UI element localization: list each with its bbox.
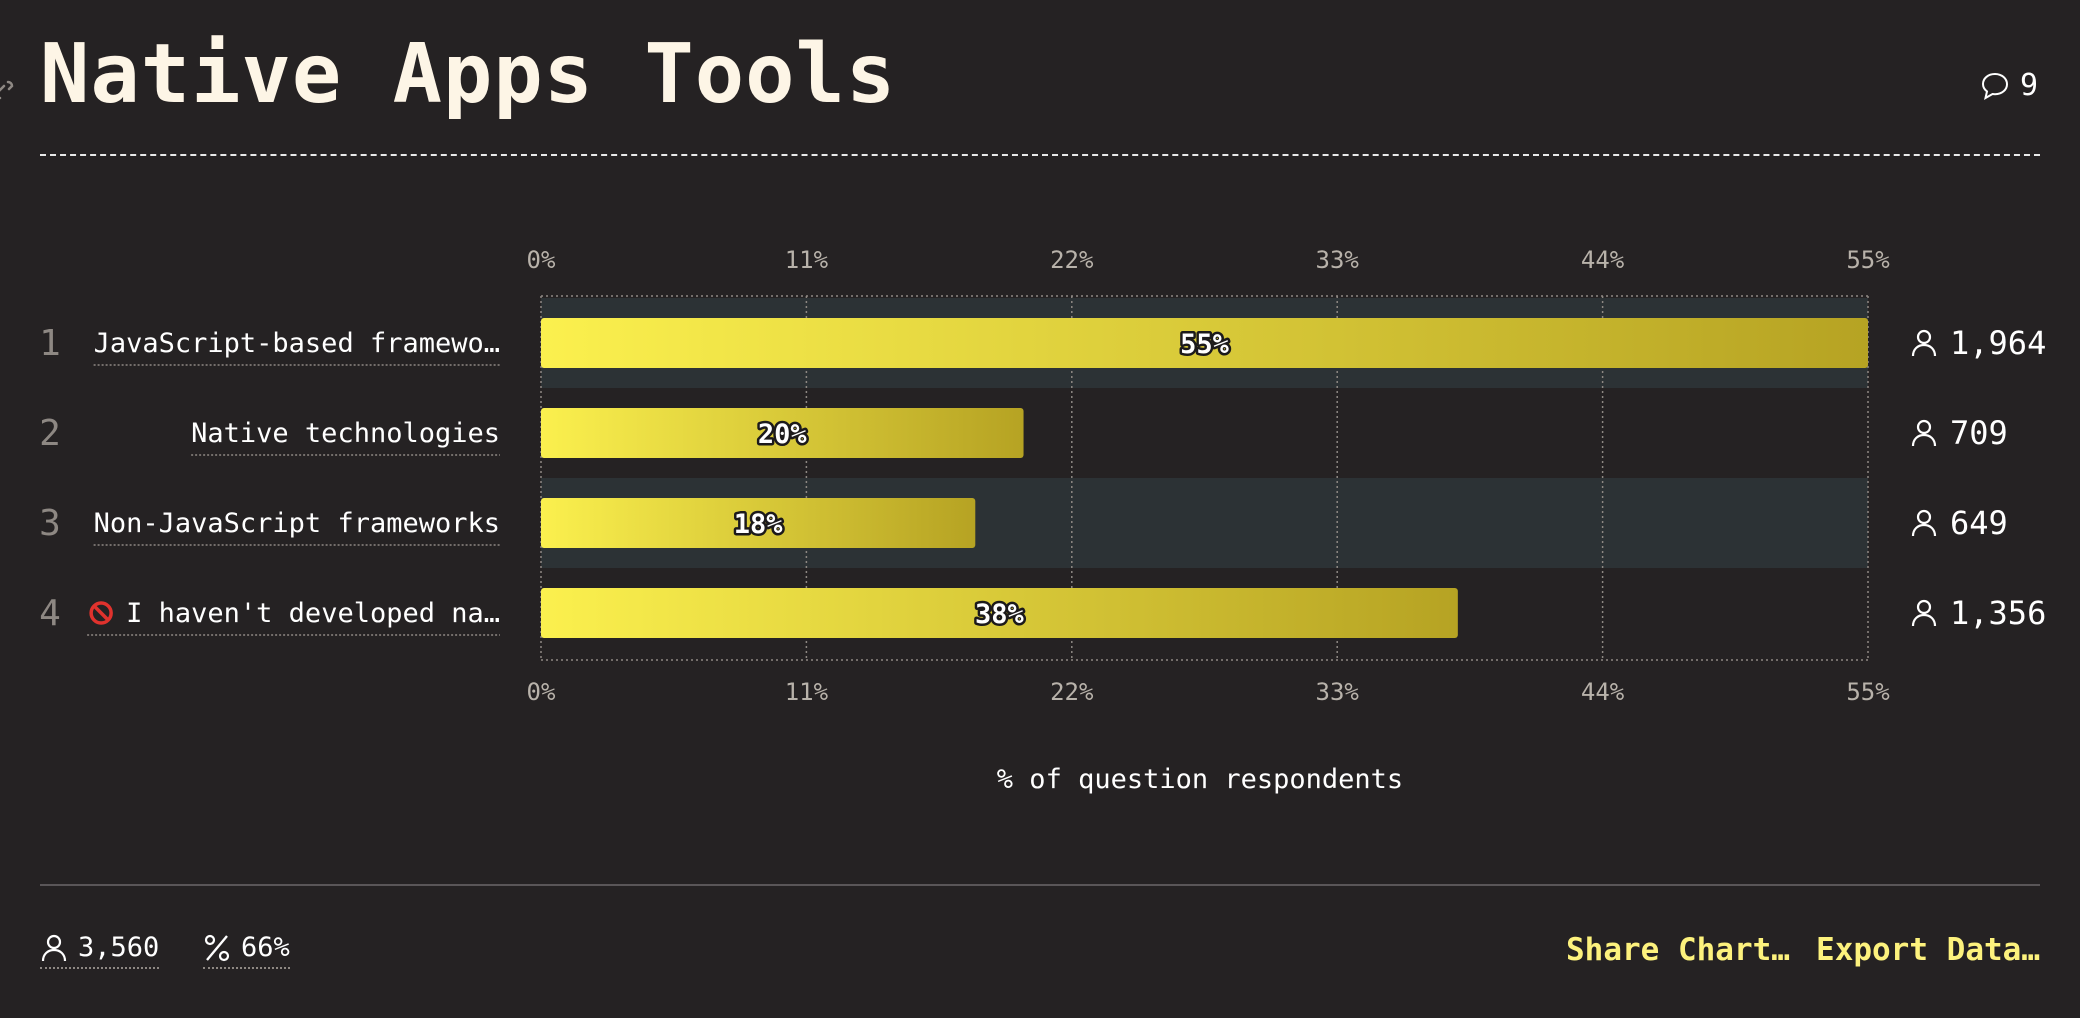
row-rank: 3 bbox=[39, 503, 61, 544]
no-entry-icon bbox=[89, 601, 113, 625]
link-icon[interactable] bbox=[0, 76, 16, 104]
user-icon bbox=[1911, 509, 1937, 537]
row-rank: 1 bbox=[39, 323, 61, 364]
x-tick-label-bottom: 55% bbox=[1846, 678, 1890, 706]
row-label[interactable]: I haven't developed na… bbox=[126, 598, 500, 629]
respondent-count: 649 bbox=[1950, 504, 2008, 542]
user-icon bbox=[1911, 599, 1937, 627]
comments-button[interactable]: 9 bbox=[1980, 68, 2038, 103]
bar[interactable] bbox=[541, 588, 1458, 638]
user-icon bbox=[41, 934, 67, 961]
row-rank: 2 bbox=[39, 413, 61, 454]
x-axis-title: % of question respondents bbox=[996, 764, 1404, 795]
bar-value-label: 38% bbox=[975, 599, 1025, 630]
x-tick-label-top: 55% bbox=[1846, 246, 1890, 274]
export-data-button[interactable]: Export Data… bbox=[1816, 932, 2040, 968]
row-label[interactable]: Non-JavaScript frameworks bbox=[94, 508, 500, 539]
respondent-count: 1,356 bbox=[1950, 594, 2046, 632]
x-tick-label-top: 11% bbox=[785, 246, 829, 274]
bar-value-label: 18% bbox=[734, 509, 784, 540]
x-tick-label-bottom: 44% bbox=[1581, 678, 1625, 706]
bar-value-label: 20% bbox=[758, 419, 808, 450]
bar-value-label: 55% bbox=[1180, 329, 1230, 360]
row-label[interactable]: JavaScript-based framewo… bbox=[94, 328, 500, 359]
x-tick-label-top: 33% bbox=[1316, 246, 1360, 274]
footer-divider bbox=[40, 884, 2040, 886]
x-tick-label-top: 0% bbox=[527, 246, 556, 274]
x-tick-label-bottom: 11% bbox=[785, 678, 829, 706]
x-tick-label-top: 44% bbox=[1581, 246, 1625, 274]
x-tick-label-bottom: 33% bbox=[1316, 678, 1360, 706]
respondent-count: 709 bbox=[1950, 414, 2008, 452]
comments-count: 9 bbox=[2019, 68, 2038, 103]
header-divider bbox=[40, 154, 2040, 156]
bar[interactable] bbox=[541, 318, 1868, 368]
bar[interactable] bbox=[541, 408, 1024, 458]
comment-icon bbox=[1981, 72, 2008, 100]
x-tick-label-top: 22% bbox=[1050, 246, 1094, 274]
x-tick-label-bottom: 0% bbox=[527, 678, 556, 706]
bar[interactable] bbox=[541, 498, 976, 548]
x-tick-label-bottom: 22% bbox=[1050, 678, 1094, 706]
row-rank: 4 bbox=[39, 593, 61, 634]
row-label[interactable]: Native technologies bbox=[191, 418, 500, 449]
user-icon bbox=[1911, 329, 1937, 357]
percent-value: 66% bbox=[241, 932, 290, 963]
percent-icon bbox=[204, 934, 230, 961]
user-icon bbox=[1911, 419, 1937, 447]
respondent-count: 1,964 bbox=[1950, 324, 2046, 362]
percent-stat[interactable]: 66% bbox=[203, 932, 290, 969]
page-title: Native Apps Tools bbox=[40, 27, 897, 122]
share-chart-button[interactable]: Share Chart… bbox=[1566, 932, 1790, 968]
respondents-stat[interactable]: 3,560 bbox=[40, 932, 160, 969]
bar-chart: 0% 0% 11% 11% 22% 22% 33% 33% 44% 44% 55% 55% 1 Java… bbox=[39, 246, 2046, 706]
respondents-count: 3,560 bbox=[78, 932, 160, 963]
